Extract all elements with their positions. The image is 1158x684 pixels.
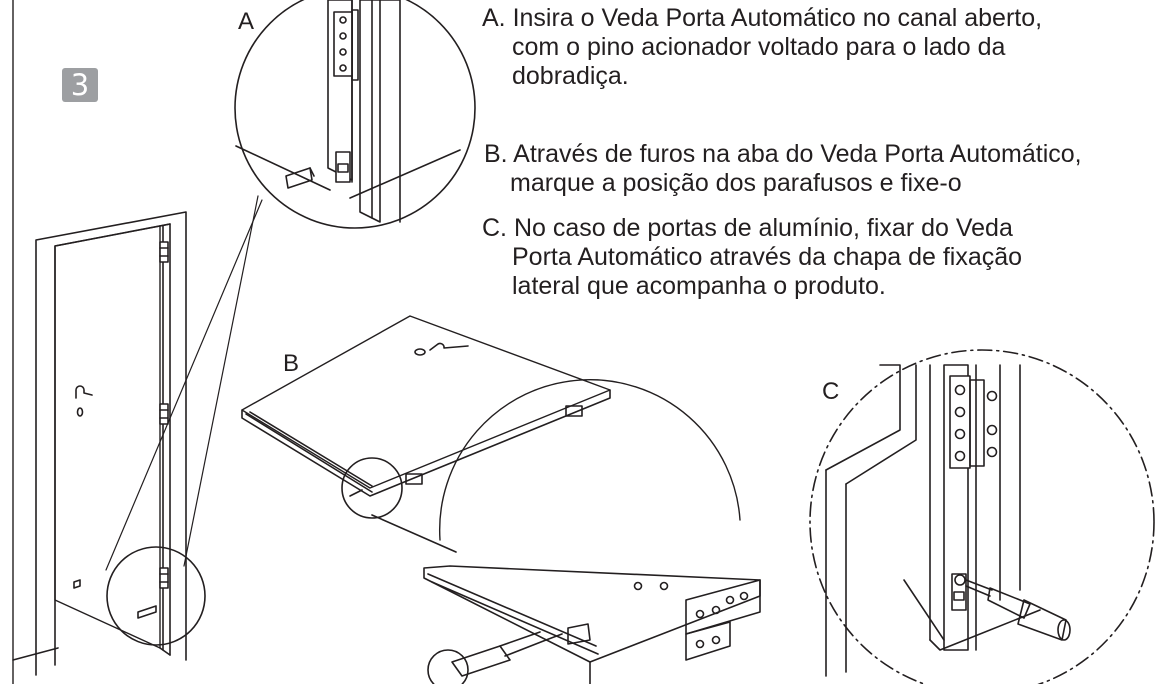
figure-label-b: B (283, 350, 300, 377)
instruction-c-line-3: lateral que acompanha o produto. (512, 272, 886, 300)
instruction-a-line-1: A. Insira o Veda Porta Automático no can… (482, 4, 1043, 32)
instruction-a: A. Insira o Veda Porta Automático no can… (482, 4, 1042, 91)
figure-label-a: A (238, 8, 255, 35)
instruction-c: C. No caso de portas de alumínio, fixar … (482, 214, 1022, 301)
instruction-a-line-3: dobradiça. (512, 62, 629, 90)
instruction-a-line-2: com o pino acionador voltado para o lado… (512, 33, 1006, 61)
step-number-badge: 3 (62, 68, 98, 102)
instruction-b: B. Através de furos na aba do Veda Porta… (484, 140, 1082, 198)
detail-b-drawing (241, 315, 761, 684)
figure-label-c: C (822, 378, 840, 405)
instruction-c-line-1: C. No caso de portas de alumínio, fixar … (482, 214, 1013, 242)
instruction-b-line-1: B. Através de furos na aba do Veda Porta… (484, 140, 1082, 168)
door-overview-drawing (12, 211, 206, 676)
detail-c-drawing (809, 349, 1155, 684)
instruction-b-line-2: marque a posição dos parafusos e fixe-o (510, 169, 962, 197)
instruction-c-line-2: Porta Automático através da chapa de fix… (512, 243, 1023, 271)
detail-a-drawing (234, 0, 476, 229)
